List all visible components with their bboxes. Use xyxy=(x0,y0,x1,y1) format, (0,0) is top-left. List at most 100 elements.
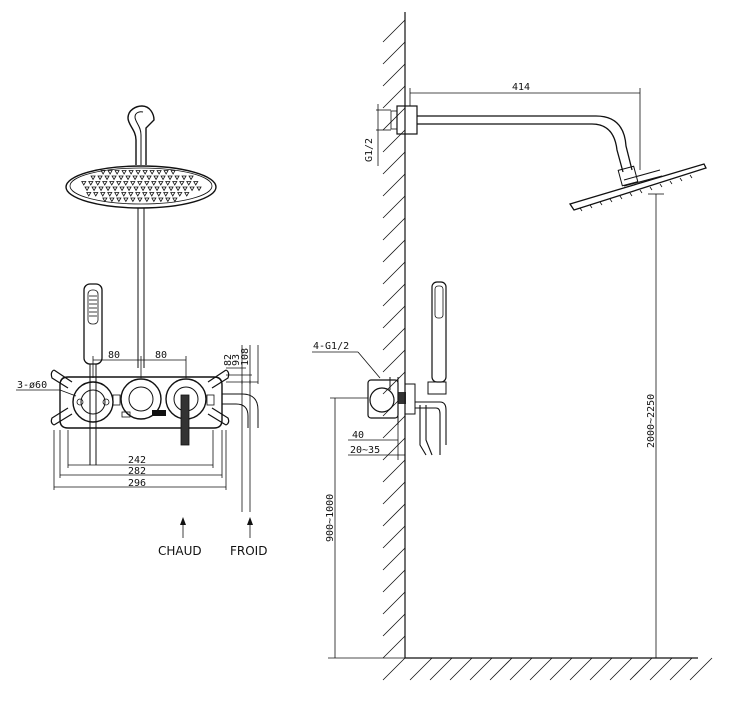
floor-hatch-line xyxy=(649,657,673,681)
dim-valve-height-lines xyxy=(328,397,405,659)
rain-shower-head-side xyxy=(568,163,707,212)
nozzle xyxy=(170,192,176,197)
nozzle xyxy=(105,186,111,192)
nozzle xyxy=(189,186,195,192)
nozzle xyxy=(165,181,171,186)
nozzle xyxy=(153,175,159,181)
nozzle xyxy=(112,186,118,192)
wall-hatch-line xyxy=(382,63,406,87)
nozzle xyxy=(135,192,141,197)
dim-414-lines xyxy=(409,88,641,170)
wall-hatch-line xyxy=(382,283,406,307)
nozzle xyxy=(107,170,113,175)
dim-93: 93 xyxy=(231,354,242,366)
wall-hatch-line xyxy=(382,19,406,43)
nozzle xyxy=(158,181,164,186)
nozzle xyxy=(86,192,92,197)
floor-hatch-line xyxy=(469,657,493,681)
wall-hatch-line xyxy=(382,349,406,373)
nozzle xyxy=(123,197,129,203)
wall-hatch-line xyxy=(382,41,406,65)
floor-hatch-line xyxy=(429,657,453,681)
floor-hatch-line xyxy=(629,657,653,681)
nozzle xyxy=(90,175,96,181)
nozzle xyxy=(104,175,110,181)
nozzle xyxy=(102,197,108,203)
shower-nozzles xyxy=(81,170,202,203)
wall-hatch-line xyxy=(382,437,406,461)
wall-hatch-line xyxy=(382,261,406,285)
dim-80-right: 80 xyxy=(155,350,167,361)
nozzle xyxy=(91,186,97,192)
front-bottom-dims xyxy=(54,464,226,488)
nozzle xyxy=(135,170,141,175)
dim-82: 82 xyxy=(223,354,234,366)
nozzle xyxy=(139,175,145,181)
nozzle xyxy=(118,175,124,181)
wall-hatch-line xyxy=(382,173,406,197)
nozzle xyxy=(81,181,87,186)
front-extension-lines xyxy=(53,380,251,512)
nozzle xyxy=(116,181,122,186)
nozzle xyxy=(151,197,157,203)
floor-hatch-line xyxy=(489,657,513,681)
nozzle xyxy=(174,175,180,181)
nozzle xyxy=(140,186,146,192)
dim-296: 296 xyxy=(128,478,146,489)
nozzle xyxy=(97,175,103,181)
nozzle xyxy=(175,186,181,192)
nozzle xyxy=(126,186,132,192)
nozzle xyxy=(156,170,162,175)
floor-hatch-line xyxy=(509,657,533,681)
nozzle xyxy=(184,192,190,197)
dim-242: 242 xyxy=(128,455,146,466)
wall-hatch-line xyxy=(382,151,406,175)
nozzle xyxy=(168,186,174,192)
nozzle xyxy=(172,181,178,186)
wall-hatch-line xyxy=(382,305,406,329)
hand-shower-side xyxy=(427,281,447,395)
floor-hatch-line xyxy=(549,657,573,681)
nozzle xyxy=(179,181,185,186)
nozzle xyxy=(161,186,167,192)
nozzle xyxy=(130,197,136,203)
holes-leader xyxy=(16,389,77,397)
dim-80-left: 80 xyxy=(108,350,120,361)
dim-108: 108 xyxy=(240,348,251,366)
nozzle xyxy=(128,192,134,197)
nozzle xyxy=(100,170,106,175)
wall-hatch-line xyxy=(382,503,406,527)
nozzle xyxy=(147,186,153,192)
nozzle xyxy=(119,186,125,192)
nozzle xyxy=(109,181,115,186)
riser-pipe-front xyxy=(137,208,145,368)
floor-hatch-line xyxy=(409,657,433,681)
wall-hatch-line xyxy=(382,525,406,549)
nozzle xyxy=(128,170,134,175)
floor-hatch-line xyxy=(529,657,553,681)
nozzle xyxy=(111,175,117,181)
rain-shower-head-front xyxy=(65,165,217,209)
wall-hatch-line xyxy=(382,217,406,241)
wall-hatch-line xyxy=(382,239,406,263)
dim-inlets: 4-G1/2 xyxy=(313,341,349,352)
nozzle xyxy=(98,186,104,192)
nozzle xyxy=(154,186,160,192)
wall-hatch-line xyxy=(382,195,406,219)
nozzle xyxy=(121,192,127,197)
inlet-arrows xyxy=(180,517,253,538)
wall-hatch-line xyxy=(382,613,406,637)
nozzle xyxy=(109,197,115,203)
wall-hatch-line xyxy=(382,657,406,681)
nozzle xyxy=(93,192,99,197)
dim-arm-thread: G1/2 xyxy=(364,138,375,162)
nozzle xyxy=(123,181,129,186)
nozzle xyxy=(114,170,120,175)
floor-hatch-line xyxy=(589,657,613,681)
dim-arm-length: 414 xyxy=(512,82,530,93)
nozzle xyxy=(137,181,143,186)
dim-head-height: 2000~2250 xyxy=(646,394,657,448)
wall-hatch-line xyxy=(382,569,406,593)
nozzle xyxy=(132,175,138,181)
inlets-leader xyxy=(312,351,381,379)
